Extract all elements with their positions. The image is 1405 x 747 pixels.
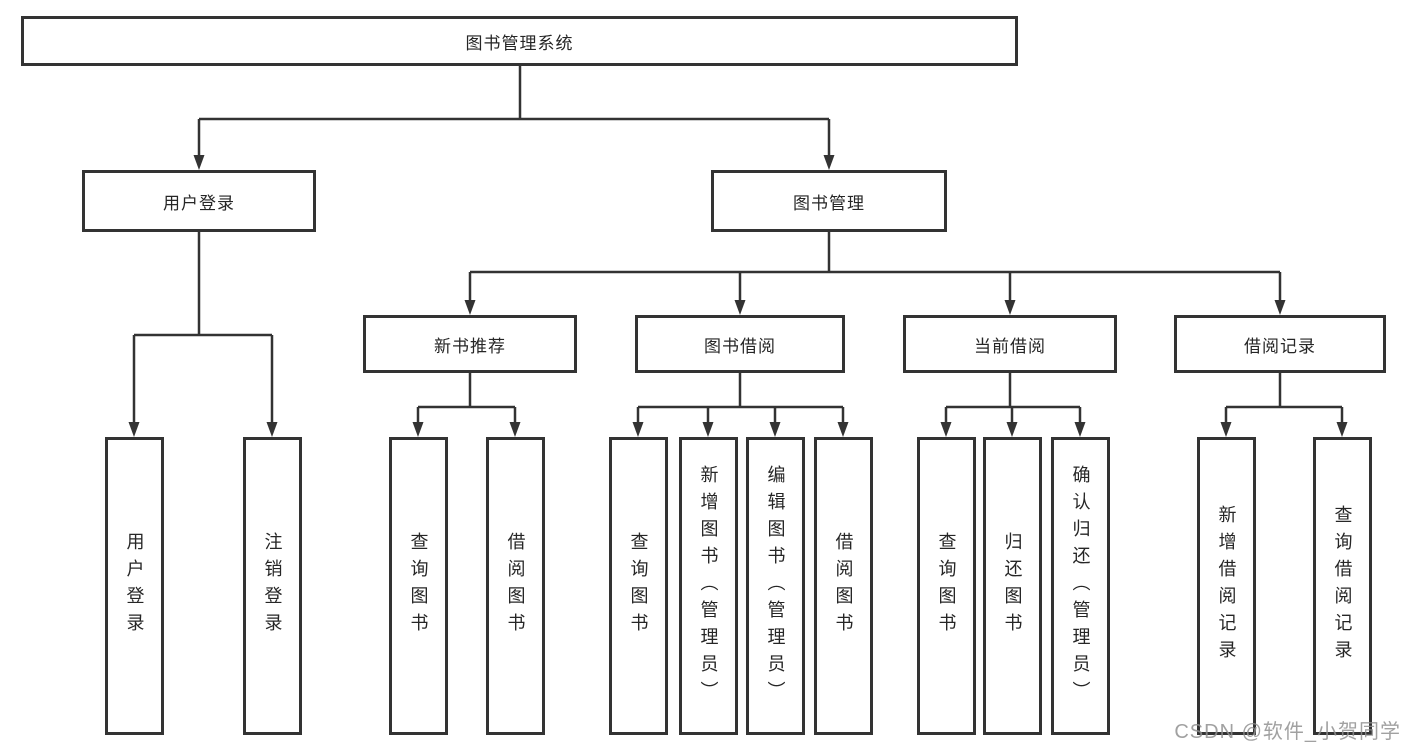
node-leaf-user-login: 用户登录 <box>105 437 164 735</box>
node-user-login: 用户登录 <box>82 170 316 232</box>
node-leaf-current-query-books: 查询图书 <box>917 437 976 735</box>
node-leaf-return-books: 归还图书 <box>983 437 1042 735</box>
node-leaf-query-borrow-record: 查询借阅记录 <box>1313 437 1372 735</box>
node-leaf-recommend-borrow-books: 借阅图书 <box>486 437 545 735</box>
node-leaf-confirm-return-admin: 确认归还（管理员） <box>1051 437 1110 735</box>
node-leaf-add-borrow-record: 新增借阅记录 <box>1197 437 1256 735</box>
node-book-management: 图书管理 <box>711 170 947 232</box>
node-new-book-recommend: 新书推荐 <box>363 315 577 373</box>
csdn-watermark: CSDN @软件_小贺同学 <box>1174 721 1401 743</box>
node-leaf-borrow-books: 借阅图书 <box>814 437 873 735</box>
node-borrow-records: 借阅记录 <box>1174 315 1386 373</box>
node-leaf-add-books-admin: 新增图书（管理员） <box>679 437 738 735</box>
node-leaf-logout: 注销登录 <box>243 437 302 735</box>
node-book-borrow: 图书借阅 <box>635 315 845 373</box>
node-leaf-recommend-query-books: 查询图书 <box>389 437 448 735</box>
node-root-library-system: 图书管理系统 <box>21 16 1018 66</box>
node-leaf-borrow-query-books: 查询图书 <box>609 437 668 735</box>
node-current-borrow: 当前借阅 <box>903 315 1117 373</box>
node-leaf-edit-books-admin: 编辑图书（管理员） <box>746 437 805 735</box>
